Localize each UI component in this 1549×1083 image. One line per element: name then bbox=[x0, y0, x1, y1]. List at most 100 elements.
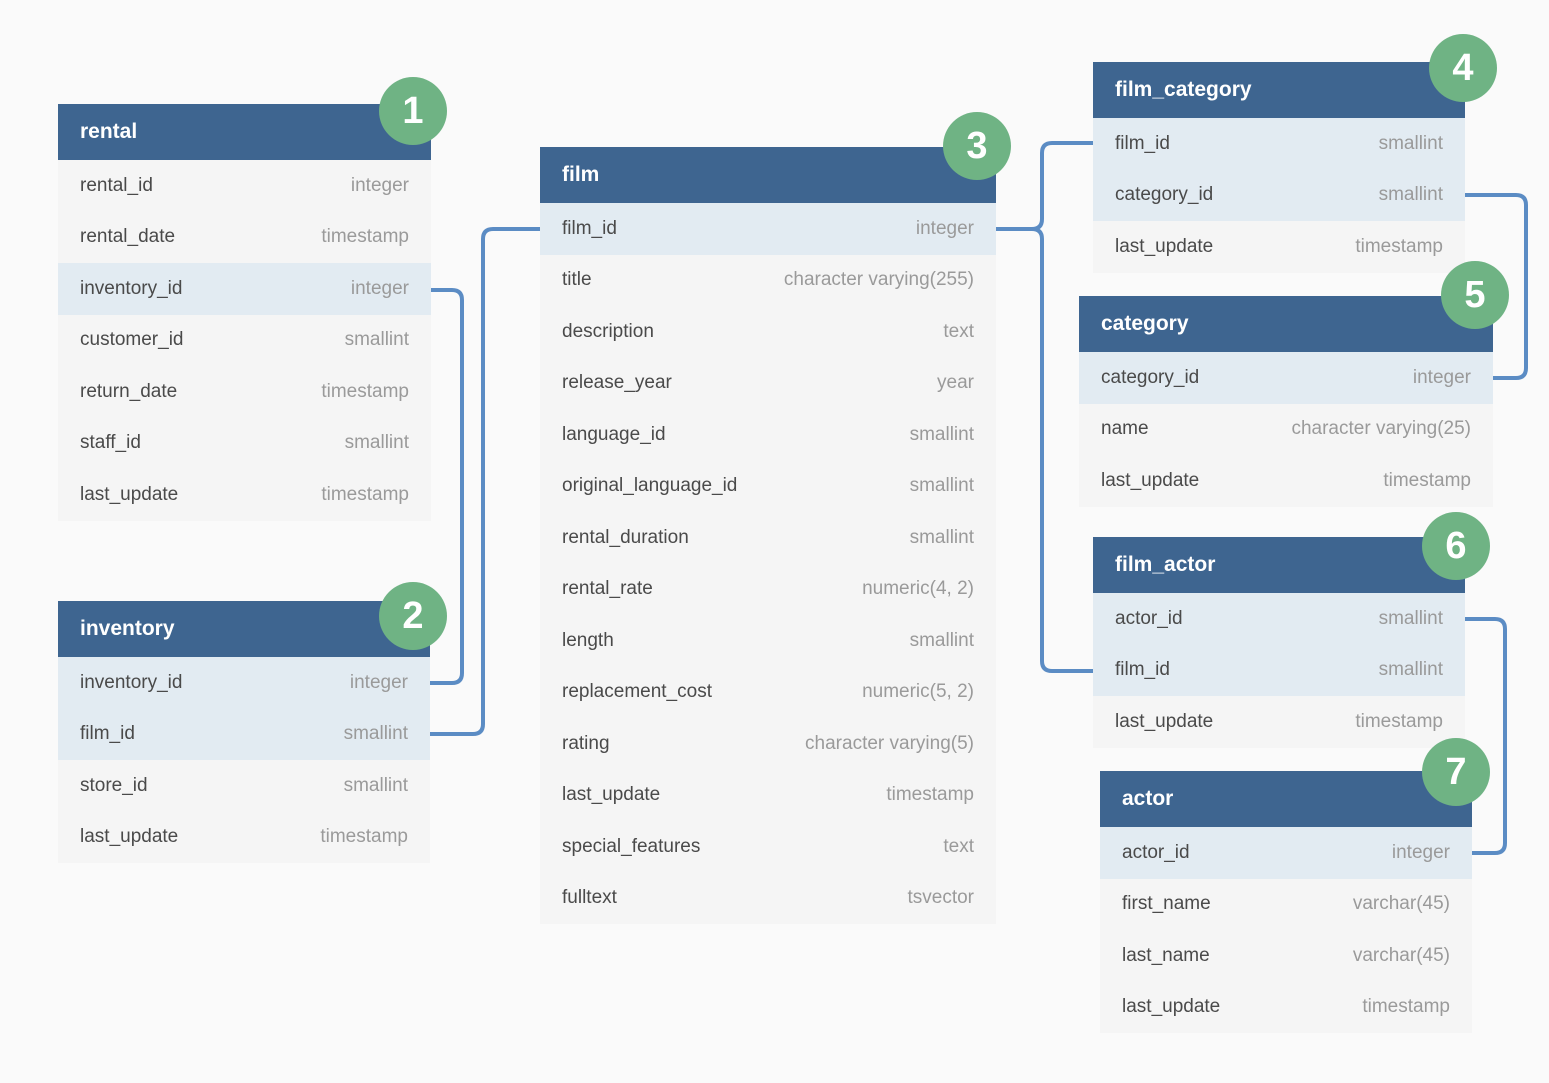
column-type: integer bbox=[1412, 366, 1471, 388]
column-name: length bbox=[562, 629, 614, 651]
column-type: text bbox=[943, 835, 974, 857]
column-name: film_id bbox=[562, 217, 617, 239]
badge-film-category: 4 bbox=[1429, 34, 1497, 102]
column-row: film_id integer bbox=[540, 203, 996, 255]
connector-inventory-film bbox=[430, 227, 540, 736]
column-type: smallint bbox=[909, 423, 974, 445]
column-name: category_id bbox=[1101, 366, 1200, 388]
column-name: last_update bbox=[1115, 710, 1214, 732]
column-name: rental_duration bbox=[562, 526, 689, 548]
column-name: staff_id bbox=[80, 432, 141, 454]
column-type: timestamp bbox=[321, 226, 409, 248]
column-type: integer bbox=[350, 277, 409, 299]
column-name: original_language_id bbox=[562, 475, 738, 497]
badge-film-actor: 6 bbox=[1422, 512, 1490, 580]
table-header: inventory bbox=[58, 601, 430, 657]
column-name: last_update bbox=[562, 784, 661, 806]
column-type: smallint bbox=[344, 329, 409, 351]
column-type: integer bbox=[915, 217, 974, 239]
column-name: special_features bbox=[562, 835, 701, 857]
column-name: last_update bbox=[80, 483, 179, 505]
column-name: rental_id bbox=[80, 174, 153, 196]
table-film: film film_id integer title character varying… bbox=[540, 147, 996, 924]
column-type: integer bbox=[350, 174, 409, 196]
column-name: release_year bbox=[562, 372, 672, 394]
column-type: smallint bbox=[909, 526, 974, 548]
column-name: title bbox=[562, 269, 592, 291]
column-name: film_id bbox=[1115, 659, 1170, 681]
column-type: integer bbox=[1391, 841, 1450, 863]
table-header: film_actor bbox=[1093, 537, 1465, 593]
badge-actor: 7 bbox=[1422, 738, 1490, 806]
column-name: inventory_id bbox=[80, 671, 183, 693]
column-type: smallint bbox=[1378, 132, 1443, 154]
column-row: rating character varying(5) bbox=[540, 718, 996, 770]
column-row: rental_date timestamp bbox=[58, 212, 431, 264]
table-header: category bbox=[1079, 296, 1493, 352]
column-row: last_update timestamp bbox=[540, 770, 996, 822]
column-type: character varying(255) bbox=[783, 269, 974, 291]
column-name: store_id bbox=[80, 774, 148, 796]
connector-film-film-category bbox=[996, 141, 1093, 231]
column-type: character varying(25) bbox=[1291, 418, 1471, 440]
column-row: actor_id integer bbox=[1100, 827, 1472, 879]
column-type: timestamp bbox=[321, 380, 409, 402]
column-row: rental_duration smallint bbox=[540, 512, 996, 564]
column-name: actor_id bbox=[1115, 607, 1183, 629]
badge-inventory: 2 bbox=[379, 582, 447, 650]
column-type: varchar(45) bbox=[1352, 944, 1450, 966]
column-row: title character varying(255) bbox=[540, 255, 996, 307]
column-name: film_id bbox=[80, 723, 135, 745]
column-name: actor_id bbox=[1122, 841, 1190, 863]
column-type: character varying(5) bbox=[805, 732, 974, 754]
badge-film: 3 bbox=[943, 112, 1011, 180]
column-name: fulltext bbox=[562, 887, 617, 909]
column-row: first_name varchar(45) bbox=[1100, 879, 1472, 931]
column-name: category_id bbox=[1115, 184, 1214, 206]
column-type: timestamp bbox=[321, 483, 409, 505]
column-type: text bbox=[943, 320, 974, 342]
column-name: first_name bbox=[1122, 893, 1211, 915]
badge-rental: 1 bbox=[379, 77, 447, 145]
column-type: timestamp bbox=[1362, 996, 1450, 1018]
column-type: varchar(45) bbox=[1352, 893, 1450, 915]
table-header: rental bbox=[58, 104, 431, 160]
column-name: rating bbox=[562, 732, 610, 754]
column-name: film_id bbox=[1115, 132, 1170, 154]
column-type: smallint bbox=[343, 723, 408, 745]
badge-category: 5 bbox=[1441, 261, 1509, 329]
column-type: timestamp bbox=[1355, 710, 1443, 732]
column-type: year bbox=[937, 372, 974, 394]
column-type: timestamp bbox=[1355, 235, 1443, 257]
column-row: return_date timestamp bbox=[58, 366, 431, 418]
column-name: inventory_id bbox=[80, 277, 183, 299]
column-row: film_id smallint bbox=[58, 708, 430, 760]
column-row: rental_id integer bbox=[58, 160, 431, 212]
column-type: timestamp bbox=[1383, 469, 1471, 491]
column-row: special_features text bbox=[540, 821, 996, 873]
column-row: release_year year bbox=[540, 358, 996, 410]
column-type: timestamp bbox=[886, 784, 974, 806]
column-type: numeric(5, 2) bbox=[862, 681, 974, 703]
column-row: last_update timestamp bbox=[1093, 221, 1465, 273]
column-name: rental_date bbox=[80, 226, 176, 248]
table-header: film bbox=[540, 147, 996, 203]
column-name: replacement_cost bbox=[562, 681, 712, 703]
column-name: last_update bbox=[1101, 469, 1200, 491]
column-name: last_update bbox=[1122, 996, 1221, 1018]
column-name: return_date bbox=[80, 380, 178, 402]
column-name: last_update bbox=[1115, 235, 1214, 257]
